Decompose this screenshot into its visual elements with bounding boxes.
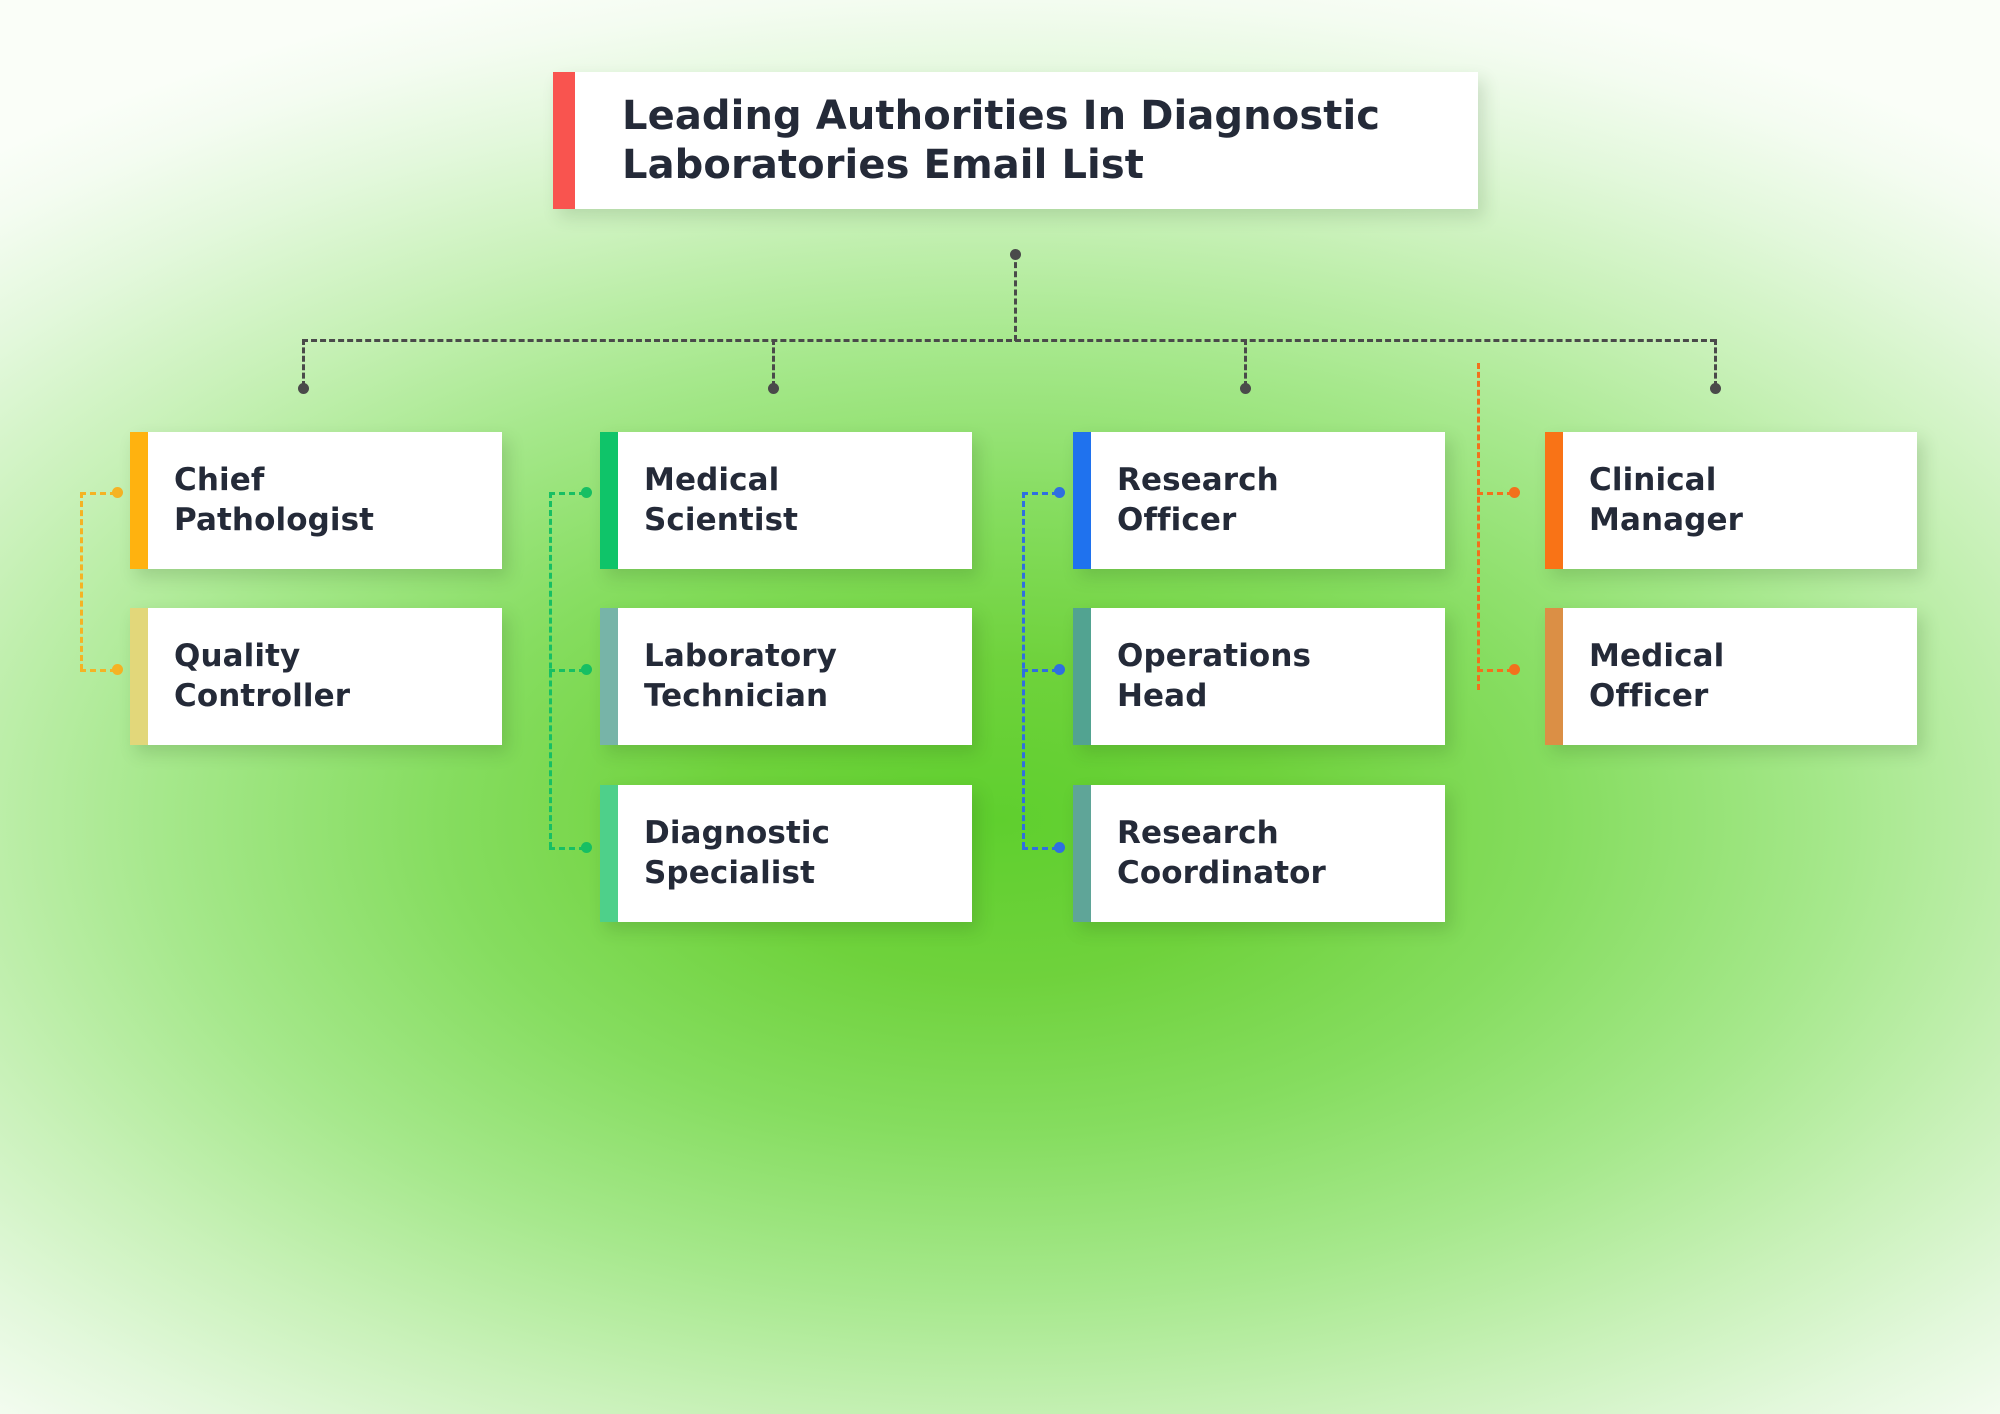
node-accent-bar: [600, 608, 618, 745]
branch-3-connector-dot-1: [1054, 487, 1065, 498]
node-label: Medical Scientist: [644, 462, 799, 538]
node-label: Research Coordinator: [1117, 815, 1326, 891]
trunk-drop-dot-2: [768, 383, 779, 394]
branch-2-connector-dot-1: [581, 487, 592, 498]
branch-1-connector-dot-2: [112, 664, 123, 675]
node-clinical-manager[interactable]: Clinical Manager: [1545, 432, 1917, 569]
node-medical-scientist[interactable]: Medical Scientist: [600, 432, 972, 569]
node-research-coordinator[interactable]: Research Coordinator: [1073, 785, 1445, 922]
node-accent-bar: [1073, 608, 1091, 745]
trunk-drop-2: [772, 339, 775, 387]
branch-3-connector-arm-2: [1022, 669, 1058, 672]
node-laboratory-technician[interactable]: Laboratory Technician: [600, 608, 972, 745]
node-chief-pathologist[interactable]: Chief Pathologist: [130, 432, 502, 569]
node-accent-bar: [1073, 785, 1091, 922]
title-accent-bar: [553, 72, 575, 209]
branch-4-connector-dot-1: [1509, 487, 1520, 498]
branch-4-connector-arm-2: [1477, 669, 1513, 672]
node-accent-bar: [130, 432, 148, 569]
branch-1-connector-arm-1: [80, 492, 116, 495]
branch-1-connector-arm-2: [80, 669, 116, 672]
node-label: Laboratory Technician: [644, 638, 837, 714]
trunk-drop-dot-4: [1710, 383, 1721, 394]
node-label: Research Officer: [1117, 462, 1279, 538]
trunk-drop-3: [1244, 339, 1247, 387]
node-accent-bar: [130, 608, 148, 745]
node-accent-bar: [1545, 608, 1563, 745]
branch-1-connector-spine: [80, 492, 83, 670]
node-accent-bar: [1073, 432, 1091, 569]
branch-2-connector-dot-2: [581, 664, 592, 675]
trunk-bus: [302, 339, 1716, 342]
node-diagnostic-specialist[interactable]: Diagnostic Specialist: [600, 785, 972, 922]
trunk-drop-4: [1714, 339, 1717, 387]
node-accent-bar: [1545, 432, 1563, 569]
branch-1-connector-dot-1: [112, 487, 123, 498]
branch-4-connector-dot-2: [1509, 664, 1520, 675]
branch-3-connector-dot-3: [1054, 842, 1065, 853]
page-title: Leading Authorities In Diagnostic Labora…: [575, 72, 1478, 209]
chart-title-card: Leading Authorities In Diagnostic Labora…: [553, 72, 1478, 209]
branch-2-connector-arm-1: [549, 492, 585, 495]
node-label: Quality Controller: [174, 638, 351, 714]
trunk-stem: [1014, 253, 1017, 341]
branch-3-connector-arm-1: [1022, 492, 1058, 495]
branch-2-connector-arm-3: [549, 847, 585, 850]
branch-3-connector-arm-3: [1022, 847, 1058, 850]
node-research-officer[interactable]: Research Officer: [1073, 432, 1445, 569]
node-medical-officer[interactable]: Medical Officer: [1545, 608, 1917, 745]
trunk-drop-dot-1: [298, 383, 309, 394]
node-label: Diagnostic Specialist: [644, 815, 831, 891]
node-label: Chief Pathologist: [174, 462, 375, 538]
trunk-stem-dot: [1010, 249, 1021, 260]
branch-3-connector-dot-2: [1054, 664, 1065, 675]
chart-title-text: Leading Authorities In Diagnostic Labora…: [622, 92, 1381, 188]
node-label: Medical Officer: [1589, 638, 1725, 714]
trunk-drop-1: [302, 339, 305, 387]
node-operations-head[interactable]: Operations Head: [1073, 608, 1445, 745]
node-label: Operations Head: [1117, 638, 1312, 714]
node-quality-controller[interactable]: Quality Controller: [130, 608, 502, 745]
branch-4-connector-spine: [1477, 363, 1480, 690]
trunk-drop-dot-3: [1240, 383, 1251, 394]
node-label: Clinical Manager: [1589, 462, 1743, 538]
node-accent-bar: [600, 432, 618, 569]
branch-2-connector-dot-3: [581, 842, 592, 853]
branch-2-connector-arm-2: [549, 669, 585, 672]
branch-4-connector-arm-1: [1477, 492, 1513, 495]
node-accent-bar: [600, 785, 618, 922]
